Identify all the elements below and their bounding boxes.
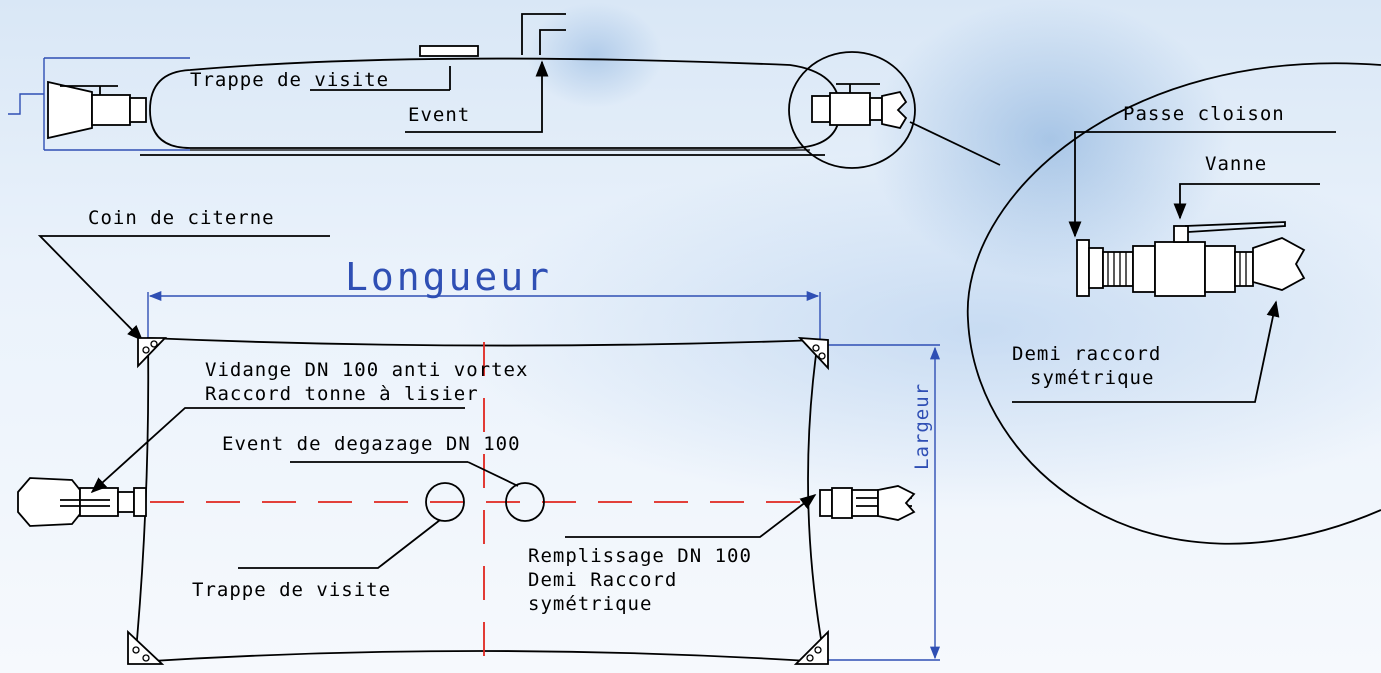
label-drain-line1: Vidange DN 100 anti vortex <box>205 359 528 381</box>
plan-left-valve <box>17 477 147 527</box>
plan-view: Coin de citerne Longueur Largeur <box>17 207 941 665</box>
plan-right-valve <box>819 485 916 521</box>
label-drain-line2: Raccord tonne à lisier <box>205 383 479 405</box>
side-left-valve <box>47 80 147 140</box>
label-degassing-vent: Event de degazage DN 100 <box>222 433 521 455</box>
label-length: Longueur <box>345 255 552 299</box>
label-tank-corner: Coin de citerne <box>88 207 275 229</box>
label-bulkhead: Passe cloison <box>1123 103 1285 125</box>
label-half-coupling-line1: Demi raccord <box>1012 343 1161 365</box>
degassing-vent-plan <box>505 482 545 522</box>
detail-circle-arc <box>966 62 1381 545</box>
label-fill-line2: Demi Raccord <box>528 569 677 591</box>
inspection-hatch-side <box>419 45 479 57</box>
label-width: Largeur <box>911 383 933 470</box>
vent-pipe-side <box>521 13 566 55</box>
tank-corner-fittings <box>127 336 829 665</box>
label-inspection-hatch-plan: Trappe de visite <box>192 579 391 601</box>
label-fill-line1: Remplissage DN 100 <box>528 545 752 567</box>
label-vent-side: Event <box>408 104 470 126</box>
side-view: Trappe de visite Event <box>8 13 1001 169</box>
label-inspection-hatch-side: Trappe de visite <box>190 69 389 91</box>
detail-valve-assembly <box>1076 221 1306 297</box>
inspection-hatch-plan <box>425 482 465 522</box>
label-half-coupling-line2: symétrique <box>1030 367 1154 389</box>
label-fill-line3: symétrique <box>528 593 652 615</box>
detail-view: Passe cloison Vanne Demi raccord symétri… <box>966 62 1381 545</box>
detail-callout-circle <box>788 51 916 169</box>
label-valve: Vanne <box>1205 153 1267 175</box>
side-right-valve <box>811 83 908 130</box>
